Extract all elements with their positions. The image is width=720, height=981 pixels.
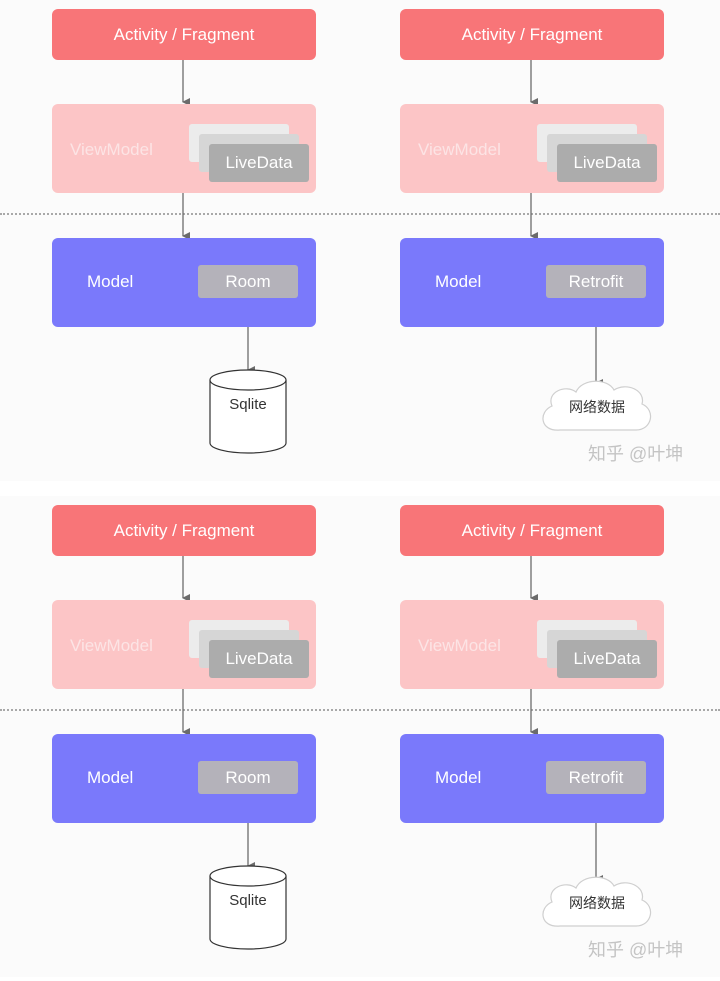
- diagram-panel-bottom: Activity / Fragment ViewModel LiveData M…: [0, 496, 720, 977]
- sqlite-label: Sqlite: [229, 892, 267, 909]
- viewmodel-box: ViewModel LiveData: [52, 104, 316, 193]
- panel-gap: [0, 481, 720, 496]
- zhihu-watermark: 知乎 @叶坤: [588, 940, 684, 960]
- network-data-label: 网络数据: [569, 399, 625, 415]
- diagram-panel-top: Activity / Fragment ViewModel LiveData M…: [0, 0, 720, 481]
- model-box: Model Room: [52, 734, 316, 823]
- retrofit-chip: Retrofit: [546, 265, 646, 298]
- column-network: Activity / Fragment ViewModel LiveData M…: [398, 0, 668, 481]
- sqlite-cylinder-icon: [209, 865, 287, 950]
- sqlite-cylinder-icon: [209, 369, 287, 454]
- room-chip: Room: [198, 265, 298, 298]
- model-label: Model: [435, 768, 482, 787]
- viewmodel-label: ViewModel: [70, 140, 153, 159]
- activity-fragment-box: Activity / Fragment: [400, 9, 664, 60]
- column-local-db: Activity / Fragment ViewModel LiveData M…: [50, 496, 320, 977]
- layer-divider: [0, 709, 720, 711]
- livedata-chip: LiveData: [557, 144, 657, 182]
- activity-fragment-box: Activity / Fragment: [52, 9, 316, 60]
- column-network: Activity / Fragment ViewModel LiveData M…: [398, 496, 668, 977]
- viewmodel-label: ViewModel: [418, 636, 501, 655]
- activity-fragment-box: Activity / Fragment: [400, 505, 664, 556]
- viewmodel-box: ViewModel LiveData: [52, 600, 316, 689]
- network-cloud-icon: [542, 876, 652, 927]
- room-chip: Room: [198, 761, 298, 794]
- viewmodel-box: ViewModel LiveData: [400, 104, 664, 193]
- column-local-db: Activity / Fragment ViewModel LiveData M…: [50, 0, 320, 481]
- sqlite-label: Sqlite: [229, 396, 267, 413]
- livedata-chip: LiveData: [209, 640, 309, 678]
- model-label: Model: [435, 272, 482, 291]
- livedata-chip: LiveData: [209, 144, 309, 182]
- model-box: Model Retrofit: [400, 238, 664, 327]
- viewmodel-box: ViewModel LiveData: [400, 600, 664, 689]
- retrofit-chip: Retrofit: [546, 761, 646, 794]
- model-label: Model: [87, 768, 134, 787]
- livedata-chip: LiveData: [557, 640, 657, 678]
- viewmodel-label: ViewModel: [70, 636, 153, 655]
- layer-divider: [0, 213, 720, 215]
- network-cloud-icon: [542, 380, 652, 431]
- activity-fragment-box: Activity / Fragment: [52, 505, 316, 556]
- model-box: Model Room: [52, 238, 316, 327]
- zhihu-watermark: 知乎 @叶坤: [588, 444, 684, 464]
- model-box: Model Retrofit: [400, 734, 664, 823]
- connector-arrows: [182, 556, 652, 950]
- model-label: Model: [87, 272, 134, 291]
- network-data-label: 网络数据: [569, 895, 625, 911]
- connector-arrows: [182, 60, 652, 454]
- viewmodel-label: ViewModel: [418, 140, 501, 159]
